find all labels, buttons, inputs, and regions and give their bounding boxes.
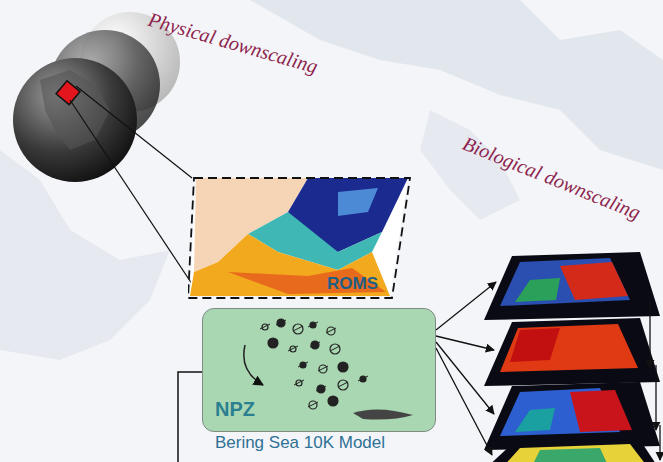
model-map-box: ROMS: [188, 172, 412, 302]
node-label: ROMS: [327, 274, 378, 294]
node-label: NPZ: [215, 398, 255, 421]
ocean-model-map: [188, 172, 412, 302]
model-box: NPZBering Sea 10K Model: [202, 308, 436, 432]
node-label: Bering Sea 10K Model: [213, 433, 387, 453]
